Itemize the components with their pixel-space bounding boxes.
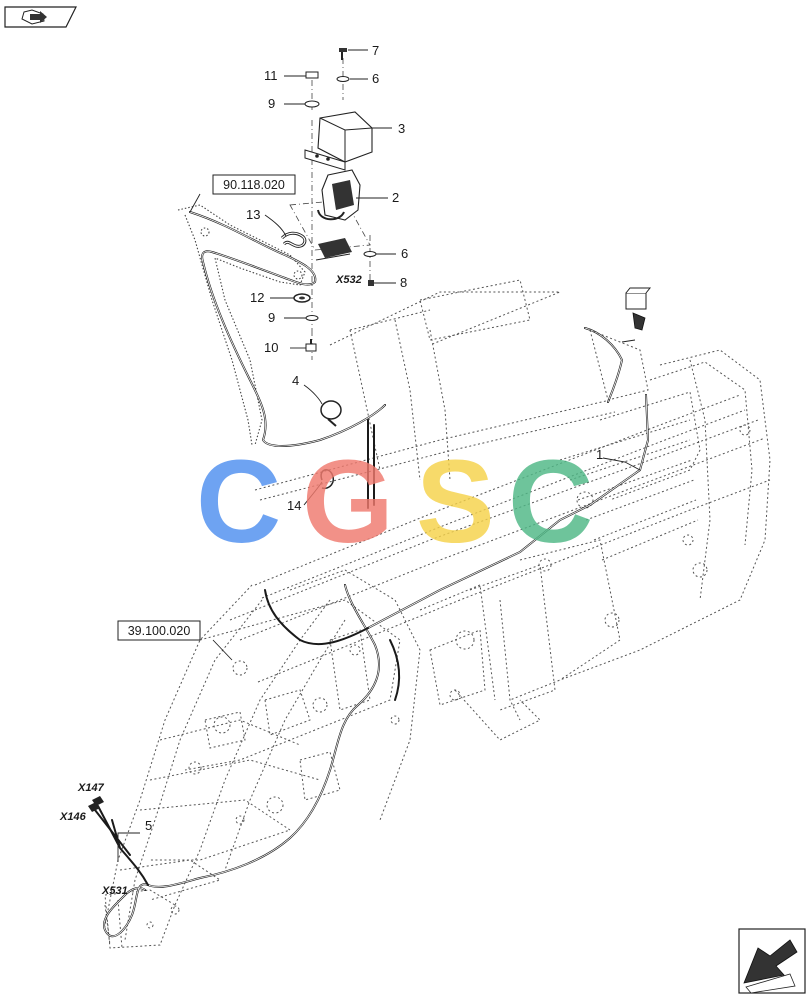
connector-x146-label: X146 — [59, 811, 87, 823]
callout-6: 6 — [401, 246, 408, 261]
callout-8: 8 — [400, 275, 407, 290]
watermark: C G S C — [196, 436, 593, 568]
callout-13: 13 — [246, 207, 260, 222]
callout-3: 3 — [398, 121, 405, 136]
connector-x531-label: X531 — [101, 885, 128, 897]
right-support-bracket — [584, 287, 652, 403]
reference-label: 90.118.020 — [223, 178, 285, 192]
machine-frame — [103, 279, 771, 949]
connector-x532-label: X532 — [335, 274, 362, 286]
callout-5: 5 — [145, 818, 152, 833]
reference-90-118-020[interactable]: 90.118.020 — [212, 174, 296, 195]
callout-12: 12 — [250, 290, 264, 305]
guard-panel — [177, 204, 306, 446]
callout-2: 2 — [392, 190, 399, 205]
watermark-g-red: G — [302, 436, 394, 568]
next-page-arrow-icon[interactable] — [738, 928, 806, 994]
callout-9: 9 — [268, 96, 275, 111]
connector-x147-label: X147 — [77, 782, 105, 794]
reference-label: 39.100.020 — [128, 624, 191, 638]
callout-9: 9 — [268, 310, 275, 325]
callout-10: 10 — [264, 340, 278, 355]
callout-14: 14 — [287, 498, 301, 513]
callout-7: 7 — [372, 43, 379, 58]
watermark-c-blue: C — [196, 436, 281, 568]
book-arrow-icon[interactable] — [4, 6, 77, 28]
callout-numbers: 7 6 11 9 3 2 13 6 8 12 9 10 4 14 1 5 — [145, 43, 603, 833]
callout-1: 1 — [596, 447, 603, 462]
callout-11: 11 — [264, 68, 278, 83]
wire-vertical-14 — [367, 419, 375, 509]
callout-4: 4 — [292, 373, 299, 388]
leader-lines — [117, 49, 641, 862]
callout-6: 6 — [372, 71, 379, 86]
watermark-s-yellow: S — [416, 436, 495, 568]
watermark-c-green: C — [508, 436, 593, 568]
reference-39-100-020[interactable]: 39.100.020 — [117, 620, 201, 641]
connector-labels: X532 X147 X146 X531 — [59, 274, 362, 897]
mounting-hardware — [280, 48, 377, 490]
